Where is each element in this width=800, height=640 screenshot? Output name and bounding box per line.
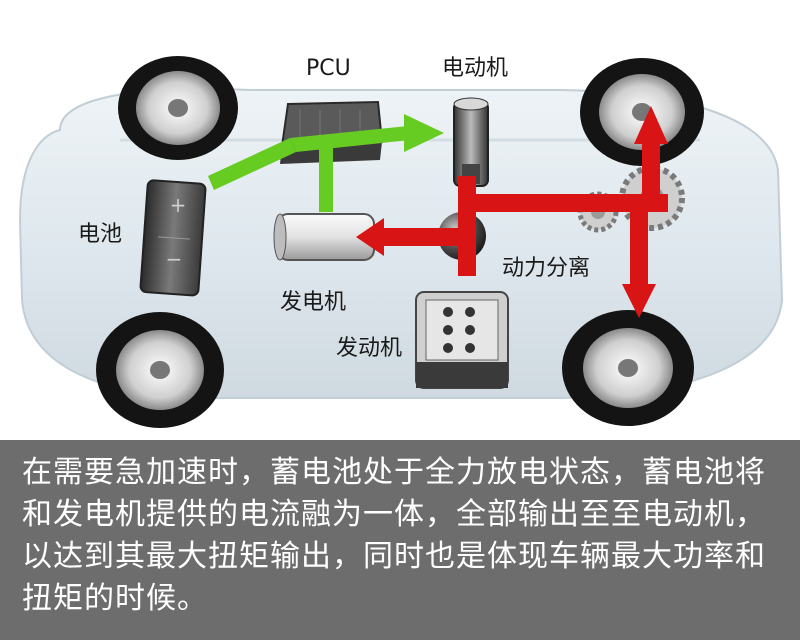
wheel-front-right <box>580 58 704 166</box>
caption-panel <box>0 440 800 640</box>
battery-plus-sign: + <box>170 193 187 217</box>
generator-label: 发电机 <box>280 290 347 315</box>
engine <box>415 291 509 389</box>
battery <box>139 179 207 297</box>
motor-label: 电动机 <box>442 56 509 81</box>
power-split-label: 动力分离 <box>502 256 591 281</box>
engine-label: 发动机 <box>336 336 403 361</box>
battery-label: 电池 <box>78 222 123 247</box>
generator <box>273 213 375 261</box>
electric-flow-arrows <box>208 114 444 212</box>
powertrain-illustration: + − <box>18 56 784 428</box>
mechanical-flow-arrows <box>356 106 668 318</box>
battery-minus-sign: − <box>166 247 183 271</box>
wheel-front-left <box>118 56 238 160</box>
wheel-rear-left <box>96 312 224 428</box>
wheel-rear-right <box>562 310 694 426</box>
pcu-label: PCU <box>306 56 351 81</box>
hybrid-powertrain-diagram: + − <box>18 56 784 428</box>
electric-motor <box>453 97 489 187</box>
caption-text: 在需要急加速时，蓄电池处于全力放电状态，蓄电池将和发电机提供的电流融为一体，全部… <box>22 455 766 616</box>
